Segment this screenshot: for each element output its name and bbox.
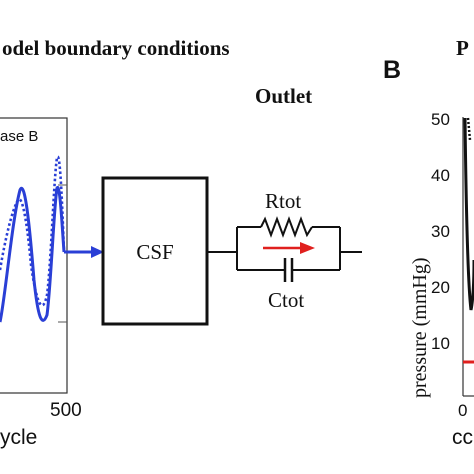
inflow-arrow	[64, 246, 104, 258]
x-tick-0: 0	[458, 401, 467, 420]
x-label-fragment: cc	[452, 426, 473, 449]
csf-compartment-box	[101, 176, 209, 326]
inset-case-label: ase B	[0, 128, 38, 145]
outflow-red-arrow	[263, 242, 315, 254]
inset-plot-frame	[0, 117, 68, 394]
csf-label: CSF	[136, 240, 173, 264]
outlet-rc-circuit	[207, 216, 362, 282]
panel-b-title-fragment: P	[456, 36, 469, 60]
pressure-curve	[463, 117, 474, 311]
outlet-label: Outlet	[255, 84, 312, 108]
pressure-y-axis-label: pressure (mmHg)	[409, 257, 431, 398]
inset-waveform-plot: ase B 500 ycle	[0, 117, 82, 449]
outflow-arrowhead	[300, 242, 315, 254]
y-tick-20: 20	[431, 278, 450, 297]
y-tick-40: 40	[431, 166, 450, 185]
pressure-curve-dotted	[466, 117, 472, 141]
inset-x-tick: 500	[50, 400, 82, 421]
y-tick-10: 10	[431, 334, 450, 353]
y-tick-50: 50	[431, 110, 450, 129]
inset-waveform-solid	[0, 186, 66, 323]
inset-x-label: ycle	[0, 426, 37, 449]
resistor-symbol	[260, 216, 313, 238]
resistor-label: Rtot	[265, 189, 301, 213]
panel-b-letter: B	[383, 56, 401, 84]
pressure-plot: pressure (mmHg) 50 40 30 20 10 0 cc	[409, 110, 474, 449]
y-tick-30: 30	[431, 222, 450, 241]
inflow-arrowhead	[91, 246, 104, 258]
panel-a-title: odel boundary conditions	[2, 36, 230, 60]
capacitor-label: Ctot	[268, 288, 304, 312]
